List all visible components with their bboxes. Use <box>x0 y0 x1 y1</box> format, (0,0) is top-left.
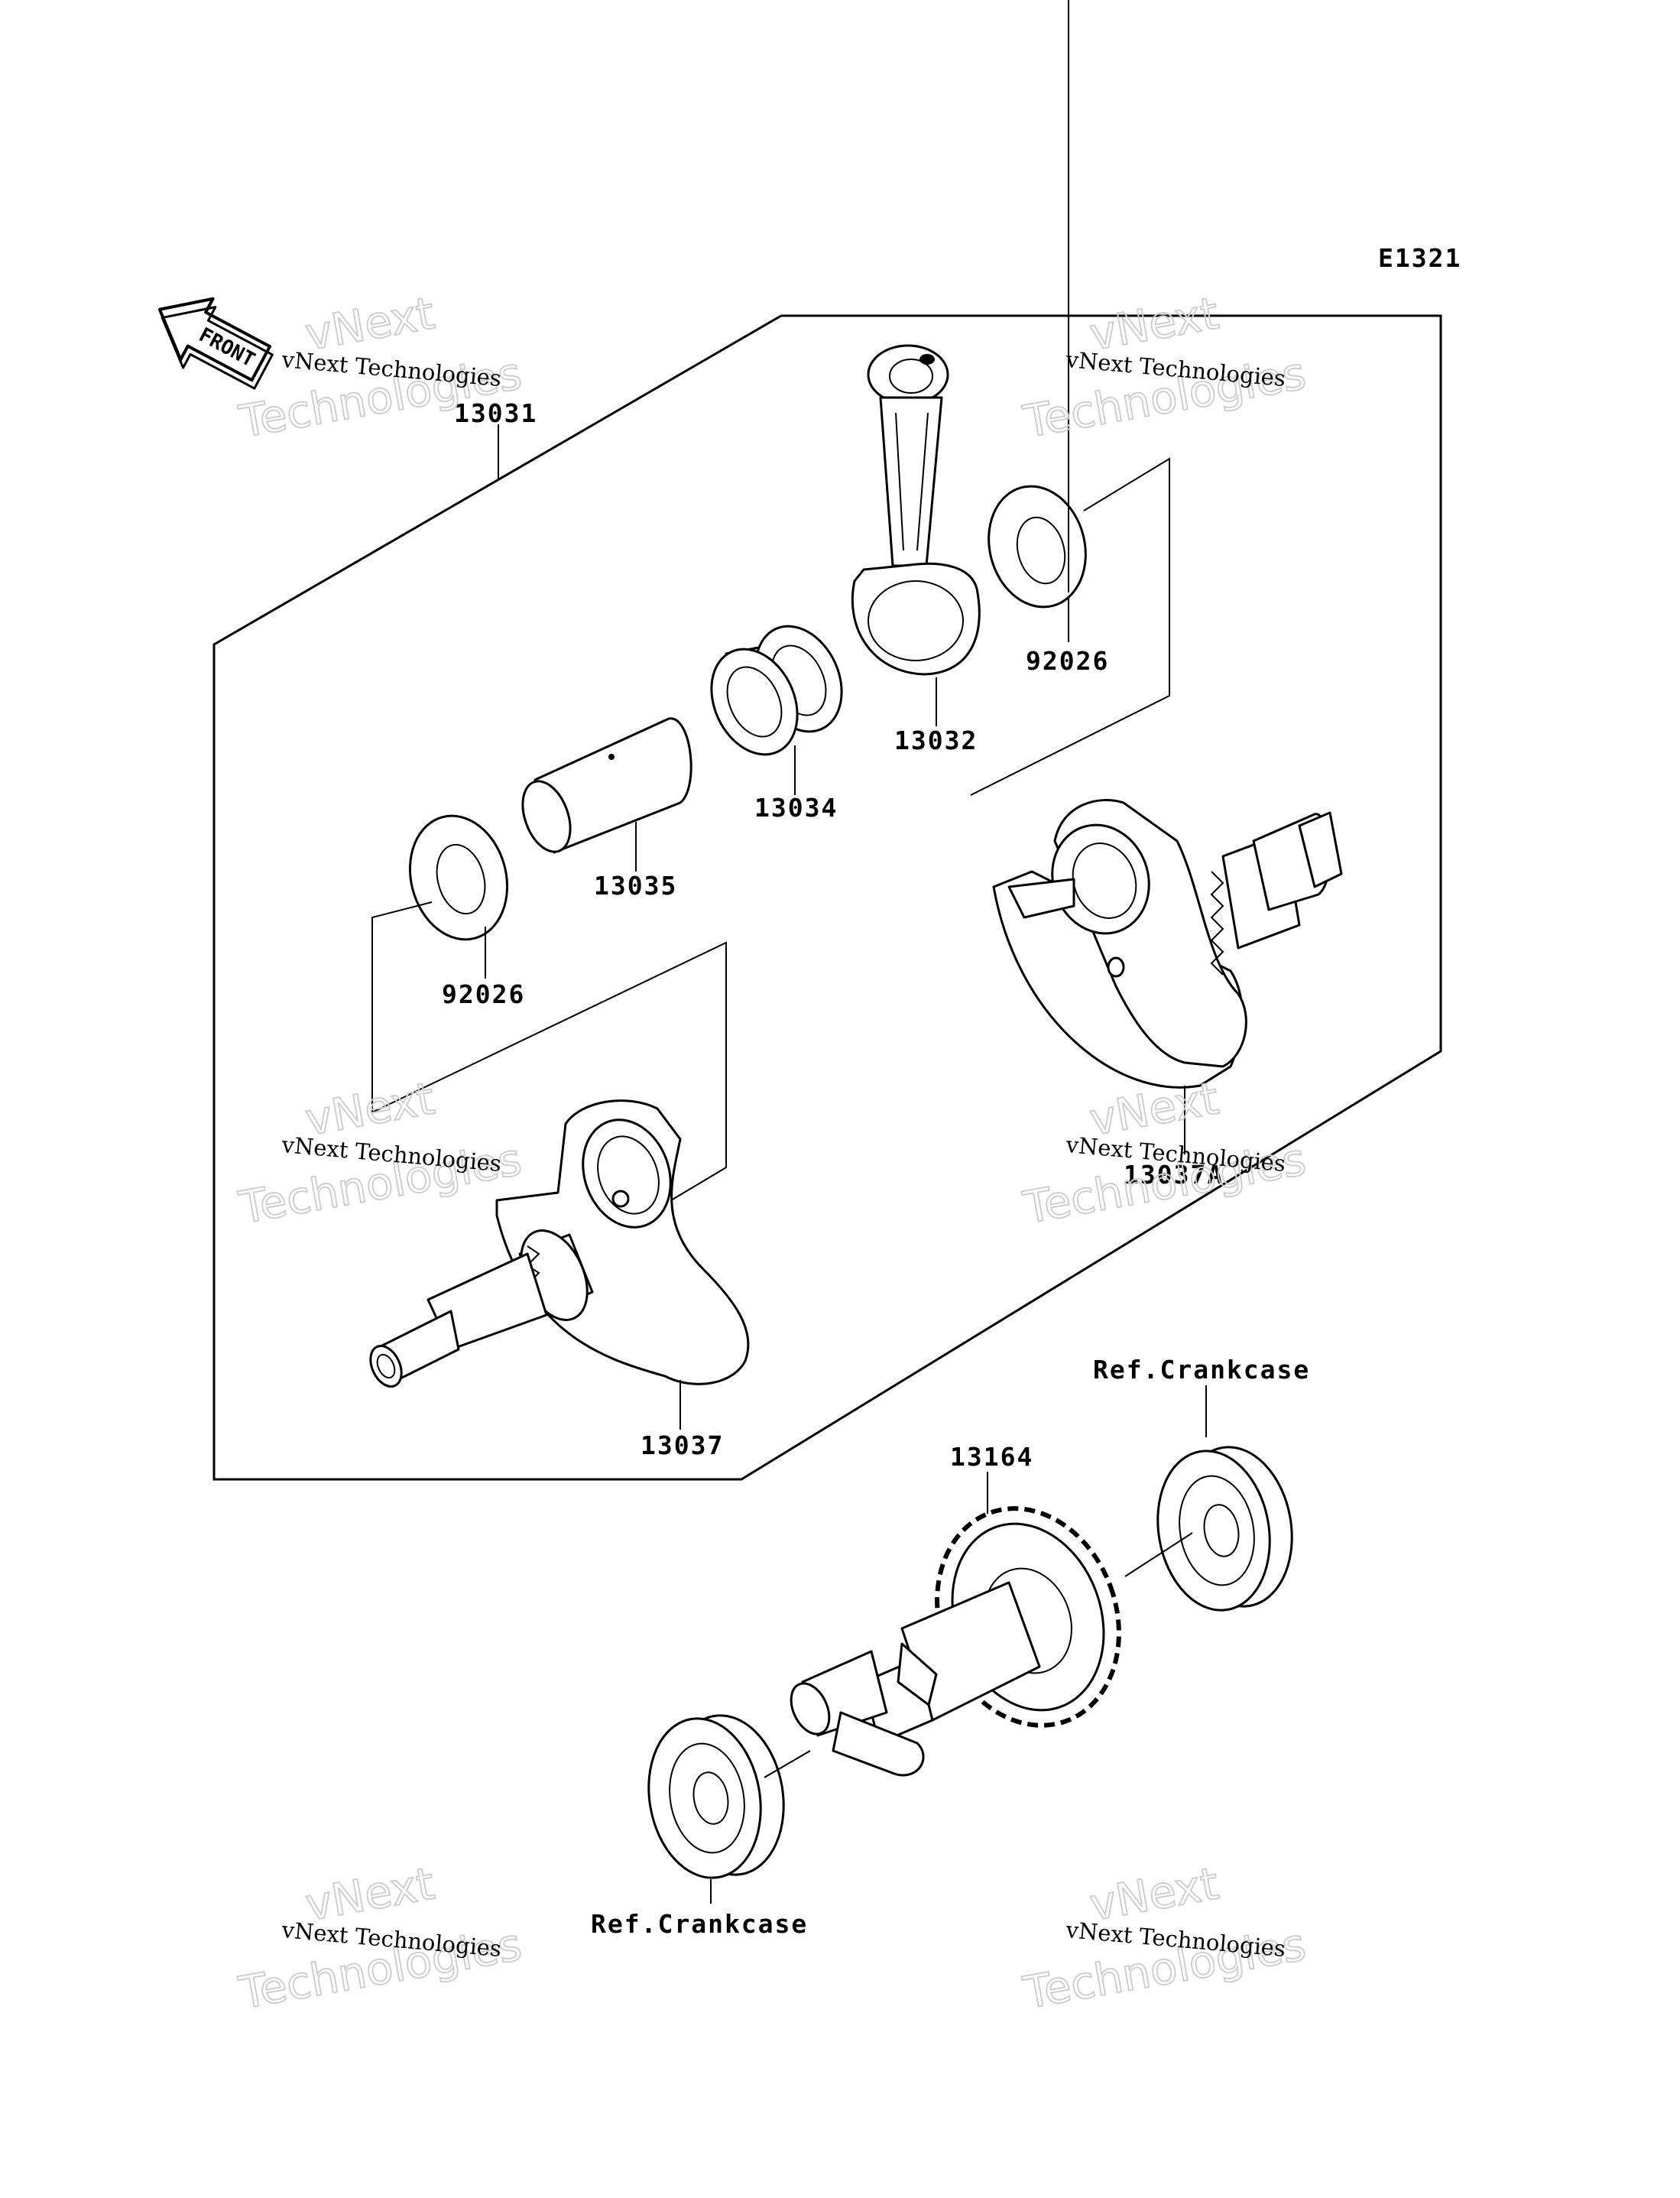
callout-crankshaft-left: 13037 <box>641 1430 724 1460</box>
callout-assembly: 13031 <box>454 398 537 428</box>
washer-top: 92026 <box>970 0 1170 796</box>
connecting-rod: 13032 <box>851 344 981 755</box>
watermark-2: vNext Technologies vNext Technologies <box>1019 286 1311 449</box>
crank-pin: 13035 <box>521 717 692 901</box>
front-arrow-icon: FRONT <box>157 297 274 390</box>
callout-crankshaft-right: 13037A <box>1124 1160 1224 1190</box>
crankshaft-right: 13037A <box>992 799 1343 1190</box>
callout-ref-top: Ref.Crankcase <box>1093 1355 1310 1385</box>
diagram-code: E1321 <box>1378 243 1461 273</box>
callout-crank-pin: 13035 <box>594 871 677 901</box>
bearing-top: Ref.Crankcase <box>1093 1355 1310 1612</box>
washer-left: 92026 <box>371 814 727 1201</box>
watermark-4: vNext Technologies vNext Technologies <box>1019 1071 1311 1235</box>
callout-ref-bottom: Ref.Crankcase <box>591 1909 808 1939</box>
needle-bearing: 13034 <box>710 625 843 823</box>
assembly-box: 13031 <box>212 314 1442 1481</box>
watermark-6: vNext Technologies vNext Technologies <box>1019 1856 1311 2020</box>
watermark-5: vNext Technologies vNext Technologies <box>235 1856 527 2020</box>
crankshaft-left: 13037 <box>369 1099 750 1460</box>
callout-balancer-shaft: 13164 <box>950 1442 1033 1472</box>
callout-needle-bearing: 13034 <box>754 793 838 823</box>
callout-washer-top: 92026 <box>1026 646 1109 676</box>
callout-connecting-rod: 13032 <box>894 726 978 755</box>
watermark-3: vNext Technologies vNext Technologies <box>235 1071 527 1235</box>
bearing-bottom: Ref.Crankcase <box>591 1714 811 1939</box>
balancer-shaft: 13164 <box>790 1442 1121 1777</box>
callout-washer-left: 92026 <box>442 979 525 1009</box>
